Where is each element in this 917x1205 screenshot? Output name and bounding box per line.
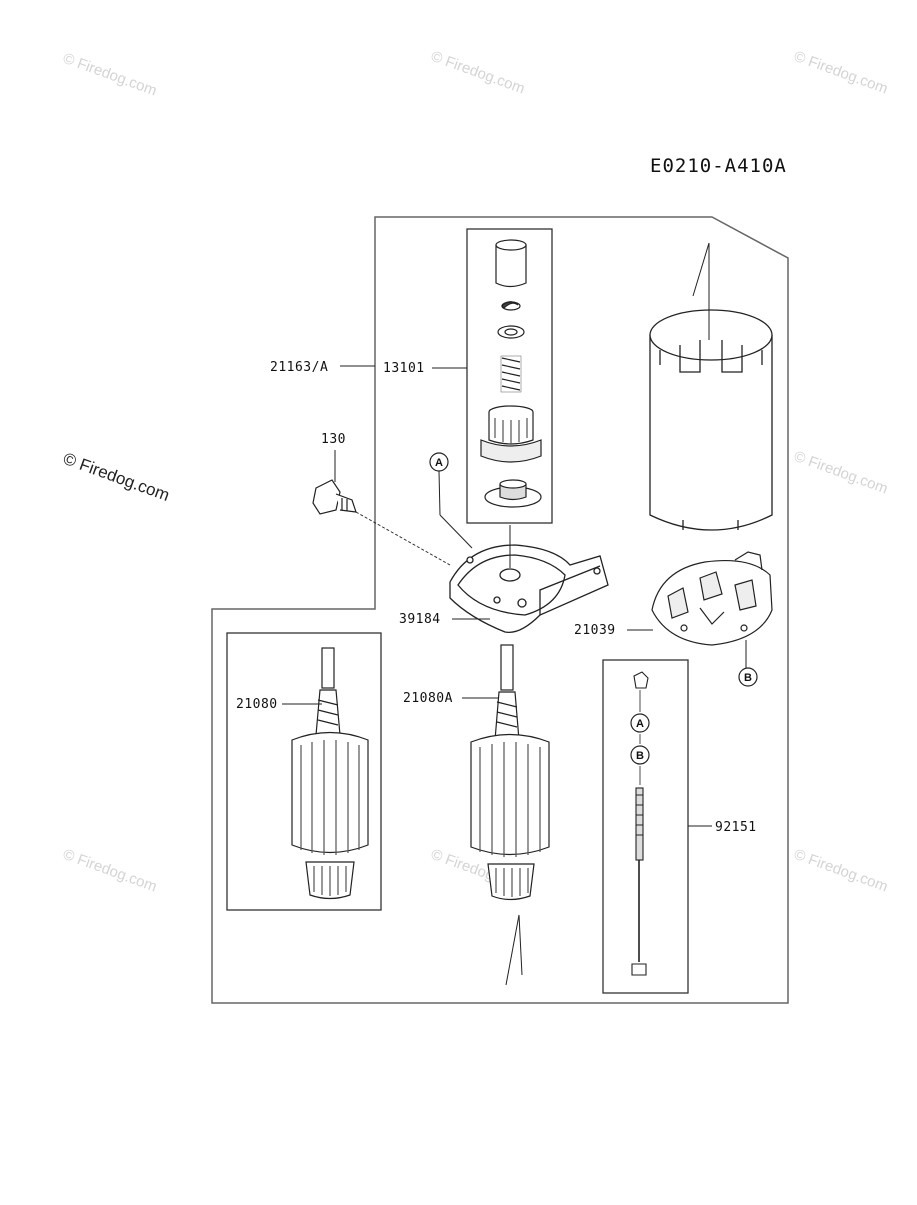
watermark-dark-left: © Firedog.com [61,449,172,505]
watermark-mid-right: © Firedog.com [792,448,890,498]
callout-b-bolt: B [630,745,650,765]
armature-icon [291,647,369,900]
callout-a-bolt: A [630,713,650,733]
bolt-icon [312,479,451,566]
armature-box [226,632,382,911]
assembly-frame [211,216,789,1004]
through-bolt-box [602,659,689,994]
watermark-top-left: © Firedog.com [61,50,159,100]
watermark-top-right: © Firedog.com [792,48,890,98]
part-label-21039: 21039 [574,623,616,638]
part-label-13101: 13101 [383,361,425,376]
starter-yoke-icon [649,242,773,531]
watermark-bottom-left: © Firedog.com [61,846,159,896]
part-label-21080a: 21080A [403,691,453,706]
part-label-21080: 21080 [236,697,278,712]
svg-text:A: A [636,718,644,730]
pinion-gear-icon [480,239,542,508]
brush-holder-icon [651,551,773,668]
diagram-code: E0210-A410A [650,155,787,177]
svg-text:B: B [636,750,644,762]
svg-text:A: A [435,457,443,469]
callout-b-brush: B [738,667,758,687]
pinion-kit-box [466,228,553,524]
part-label-130: 130 [321,432,346,447]
part-label-39184: 39184 [399,612,441,627]
end-bracket-icon [449,525,609,634]
part-label-21163a: 21163/A [270,360,328,375]
through-bolt-icon [631,671,649,976]
leader-lines [282,365,712,827]
armature-icon [470,644,550,986]
part-label-92151: 92151 [715,820,757,835]
callout-a-bracket: A [429,452,473,549]
svg-text:B: B [744,672,752,684]
watermark-bottom-right: © Firedog.com [792,846,890,896]
watermark-top-center: © Firedog.com [429,48,527,98]
